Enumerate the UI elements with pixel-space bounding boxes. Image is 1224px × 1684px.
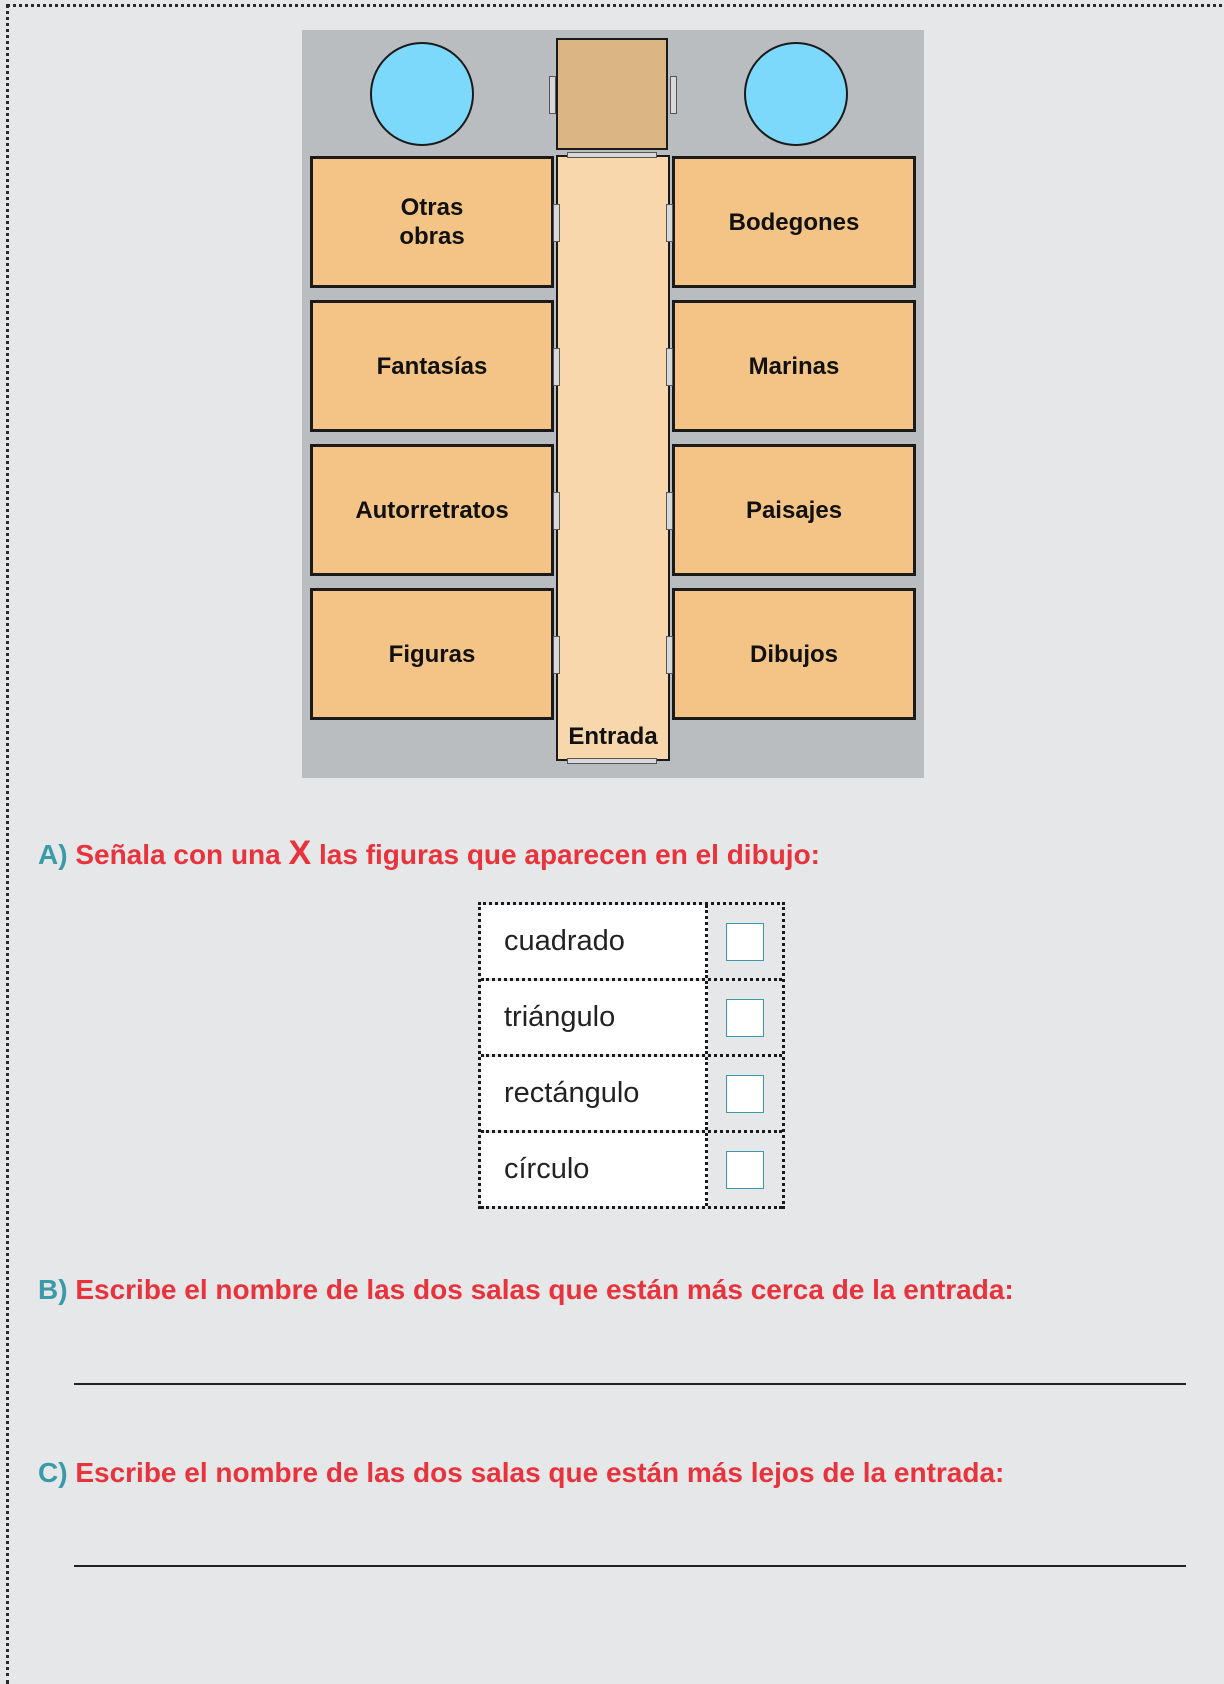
answer-line-b[interactable] <box>74 1383 1186 1385</box>
vestibule-room <box>556 38 668 150</box>
door <box>553 348 560 386</box>
question-letter: A) <box>38 839 68 870</box>
x-mark: X <box>288 834 312 872</box>
room-label: Autorretratos <box>355 496 509 524</box>
room-label: Dibujos <box>750 640 838 668</box>
checkbox-cuadrado[interactable] <box>726 922 764 961</box>
shape-checklist: cuadrado triángulo rectángulo círculo <box>478 902 785 1209</box>
shape-label: cuadrado <box>481 905 708 978</box>
room-otras-obras: Otras obras <box>310 156 554 288</box>
room-autorretratos: Autorretratos <box>310 444 554 576</box>
question-b: B) Escribe el nombre de las dos salas qu… <box>38 1274 1014 1306</box>
door <box>666 204 673 242</box>
question-text: Escribe el nombre de las dos salas que e… <box>75 1274 1014 1305</box>
question-letter: C) <box>38 1457 68 1488</box>
answer-line-c[interactable] <box>74 1565 1186 1567</box>
door <box>549 76 556 114</box>
room-label: Marinas <box>748 352 840 380</box>
checklist-row: círculo <box>481 1133 782 1209</box>
entrance-label: Entrada <box>568 723 658 750</box>
checkbox-circulo[interactable] <box>726 1150 764 1189</box>
museum-floor-plan: Entrada Otras obras Fantasías Autorretra… <box>302 30 924 778</box>
central-hallway: Entrada <box>556 155 670 761</box>
door <box>666 348 673 386</box>
door <box>553 492 560 530</box>
question-letter: B) <box>38 1274 68 1305</box>
fountain-right <box>744 42 848 146</box>
checklist-row: cuadrado <box>481 905 782 981</box>
room-dibujos: Dibujos <box>672 588 916 720</box>
room-label: Paisajes <box>745 496 843 524</box>
checkbox-triangulo[interactable] <box>726 998 764 1037</box>
door <box>553 636 560 674</box>
room-figuras: Figuras <box>310 588 554 720</box>
page-frame <box>6 4 1224 1684</box>
question-text: Señala con una <box>75 839 281 870</box>
question-text: las figuras que aparecen en el dibujo: <box>318 839 821 870</box>
checkbox-rectangulo[interactable] <box>726 1074 764 1113</box>
fountain-left <box>370 42 474 146</box>
entrance-door <box>567 758 657 764</box>
room-fantasias: Fantasías <box>310 300 554 432</box>
room-label: Figuras <box>388 640 476 668</box>
question-c: C) Escribe el nombre de las dos salas qu… <box>38 1457 1004 1489</box>
door <box>666 636 673 674</box>
shape-label: triángulo <box>481 981 708 1054</box>
room-paisajes: Paisajes <box>672 444 916 576</box>
shape-label: círculo <box>481 1133 708 1206</box>
room-bodegones: Bodegones <box>672 156 916 288</box>
door <box>670 76 677 114</box>
room-label: Otras obras <box>399 194 465 250</box>
room-label: Bodegones <box>728 208 860 236</box>
door <box>553 204 560 242</box>
checklist-row: rectángulo <box>481 1057 782 1133</box>
room-marinas: Marinas <box>672 300 916 432</box>
question-a: A) Señala con una X las figuras que apar… <box>38 834 820 873</box>
question-text: Escribe el nombre de las dos salas que e… <box>75 1457 1005 1488</box>
door <box>666 492 673 530</box>
checklist-row: triángulo <box>481 981 782 1057</box>
door <box>567 152 657 158</box>
room-label: Fantasías <box>376 352 488 380</box>
shape-label: rectángulo <box>481 1057 708 1130</box>
